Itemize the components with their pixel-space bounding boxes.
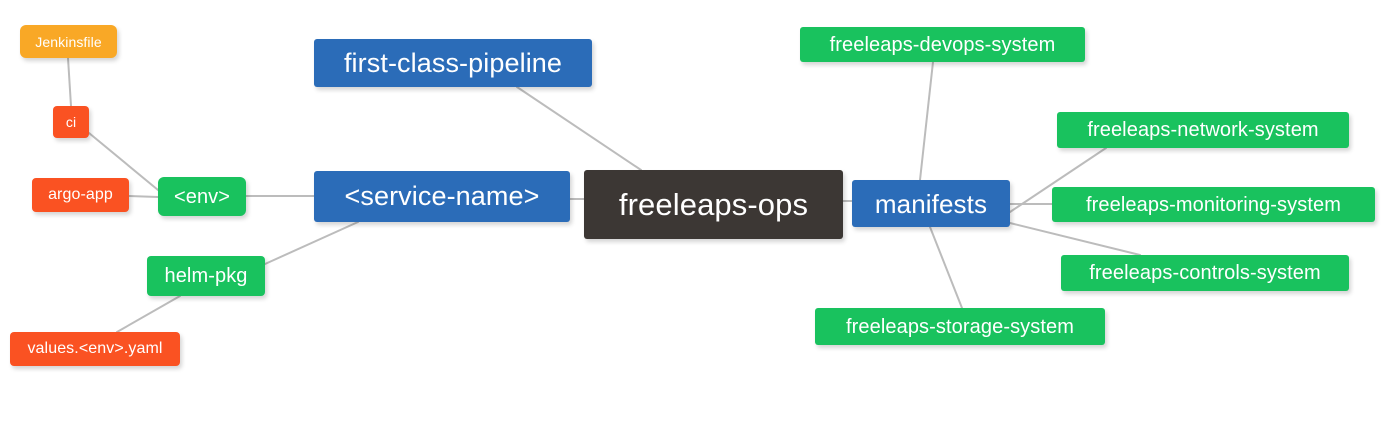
- node-values-yaml[interactable]: values.<env>.yaml: [10, 332, 180, 366]
- edge-manifests-devops: [919, 61, 934, 181]
- node-argo-app[interactable]: argo-app: [32, 178, 129, 212]
- node-label-ci: ci: [65, 114, 77, 130]
- node-freeleaps-devops-system[interactable]: freeleaps-devops-system: [800, 27, 1085, 62]
- node-env[interactable]: <env>: [158, 177, 246, 216]
- edge-manifests-storage: [929, 226, 963, 309]
- node-label-jenkinsfile: Jenkinsfile: [35, 33, 102, 50]
- edge-helmpkg-servicename: [264, 221, 359, 265]
- node-label-env: <env>: [173, 185, 231, 208]
- node-helm-pkg[interactable]: helm-pkg: [147, 256, 265, 296]
- edge-pipeline-ops: [516, 86, 642, 171]
- node-label-values-yaml: values.<env>.yaml: [27, 340, 163, 357]
- node-ci[interactable]: ci: [53, 106, 89, 138]
- node-first-class-pipeline[interactable]: first-class-pipeline: [314, 39, 592, 87]
- node-freeleaps-controls-system[interactable]: freeleaps-controls-system: [1061, 255, 1349, 291]
- node-label-freeleaps-storage-system: freeleaps-storage-system: [845, 315, 1075, 338]
- node-label-freeleaps-network-system: freeleaps-network-system: [1087, 119, 1319, 141]
- node-label-service-name: <service-name>: [344, 181, 540, 211]
- edge-argoapp-env: [128, 195, 159, 198]
- node-label-helm-pkg: helm-pkg: [164, 265, 248, 287]
- edge-jenkinsfile-ci: [67, 57, 72, 107]
- node-label-argo-app: argo-app: [48, 186, 113, 203]
- edge-manifests-controls: [1009, 222, 1141, 256]
- node-manifests[interactable]: manifests: [852, 180, 1010, 227]
- node-label-freeleaps-ops: freeleaps-ops: [618, 187, 809, 222]
- node-freeleaps-storage-system[interactable]: freeleaps-storage-system: [815, 308, 1105, 345]
- node-label-freeleaps-controls-system: freeleaps-controls-system: [1089, 262, 1321, 284]
- node-freeleaps-ops[interactable]: freeleaps-ops: [584, 170, 843, 239]
- node-jenkinsfile[interactable]: Jenkinsfile: [20, 25, 117, 58]
- node-label-freeleaps-devops-system: freeleaps-devops-system: [829, 33, 1056, 56]
- node-label-manifests: manifests: [874, 188, 988, 219]
- node-freeleaps-network-system[interactable]: freeleaps-network-system: [1057, 112, 1349, 148]
- edge-values-helmpkg: [116, 295, 181, 333]
- node-label-first-class-pipeline: first-class-pipeline: [343, 47, 563, 78]
- node-label-freeleaps-monitoring-system: freeleaps-monitoring-system: [1085, 193, 1341, 216]
- node-service-name[interactable]: <service-name>: [314, 171, 570, 222]
- node-freeleaps-monitoring-system[interactable]: freeleaps-monitoring-system: [1052, 187, 1375, 222]
